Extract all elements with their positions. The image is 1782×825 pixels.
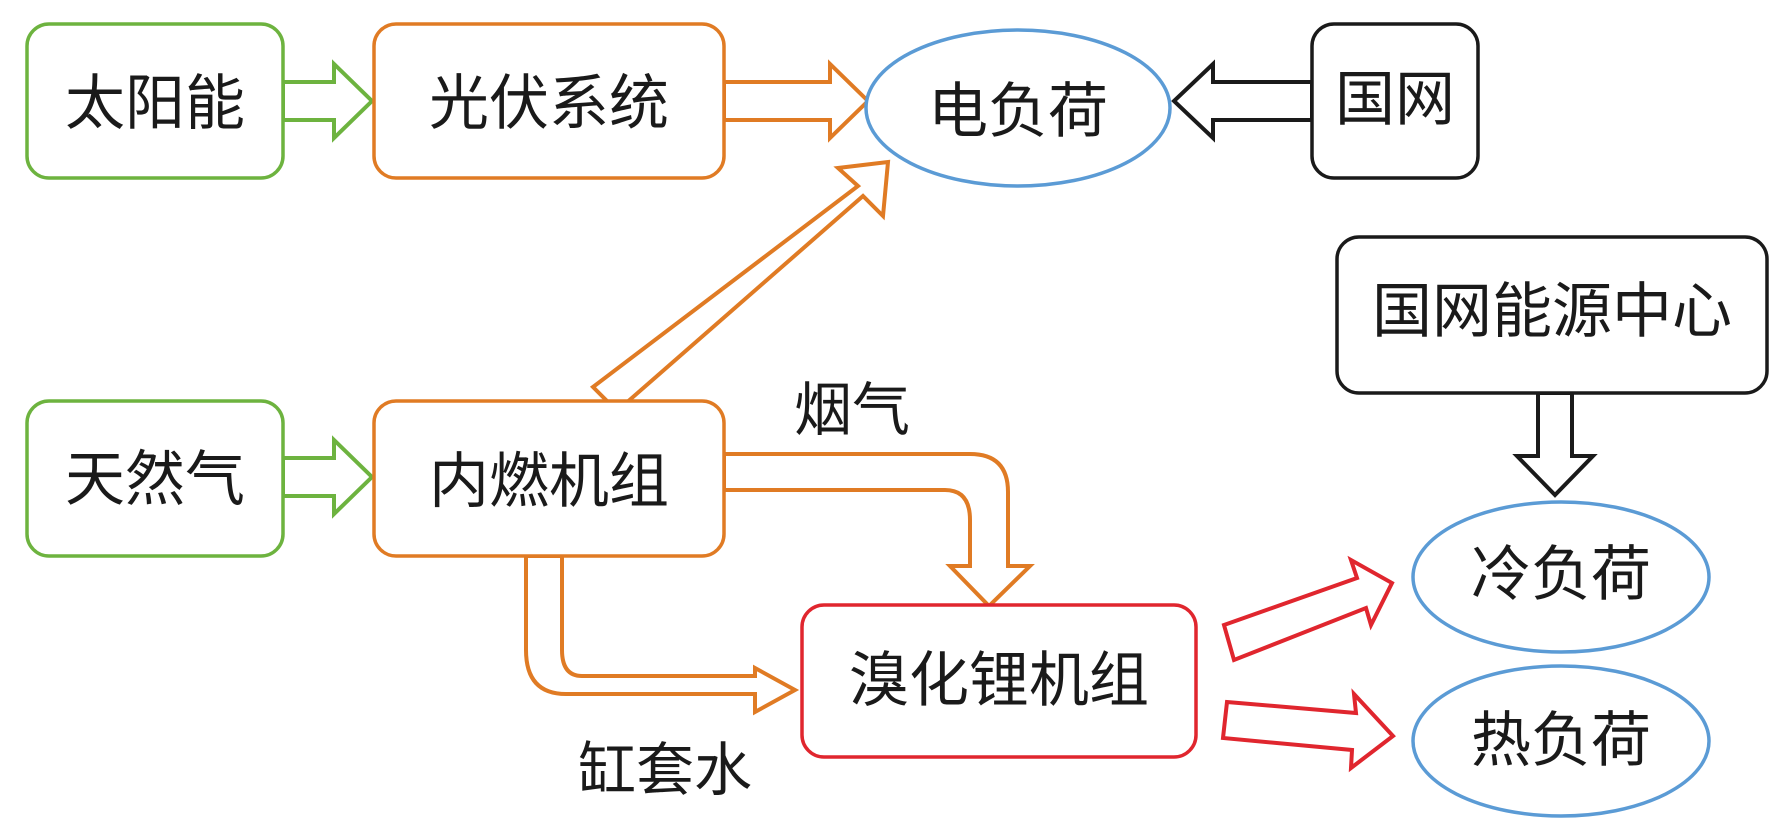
flue-gas-label: 烟气 bbox=[794, 376, 910, 444]
node-solar-box bbox=[25, 22, 285, 180]
node-ice-box bbox=[372, 399, 726, 558]
cooling-load-label: 冷负荷 bbox=[1471, 540, 1651, 610]
ice-unit-label: 内燃机组 bbox=[429, 447, 669, 517]
arrow-grid-to-electric-load bbox=[1171, 59, 1314, 143]
node-grid-center-box bbox=[1335, 235, 1769, 395]
arrow-solar-to-pv bbox=[281, 59, 375, 143]
node-gas-box bbox=[25, 399, 285, 558]
grid-energy-center-label: 国网能源中心 bbox=[1372, 277, 1732, 347]
grid-label: 国网 bbox=[1335, 65, 1455, 135]
node-libr-box bbox=[800, 603, 1198, 759]
electric-load-label: 电负荷 bbox=[928, 77, 1108, 147]
arrow-grid-center-to-cooling-load bbox=[1512, 391, 1598, 498]
jacket-water-label: 缸套水 bbox=[578, 736, 752, 804]
libr-unit-label: 溴化锂机组 bbox=[849, 646, 1149, 716]
node-pv-box bbox=[372, 22, 726, 180]
natural-gas-label: 天然气 bbox=[65, 445, 245, 515]
arrow-libr-to-heat-load bbox=[1220, 688, 1396, 773]
arrow-ice-to-electric-load bbox=[589, 159, 891, 414]
arrow-libr-to-cooling-load-body bbox=[1221, 555, 1395, 663]
node-heat-load-ellipse bbox=[1411, 664, 1711, 818]
pv-system-label: 光伏系统 bbox=[429, 69, 669, 139]
node-grid-box bbox=[1310, 22, 1480, 180]
solar-label: 太阳能 bbox=[65, 69, 245, 139]
arrow-flue-gas-to-libr bbox=[722, 452, 1035, 609]
arrow-jacket-water-to-libr bbox=[524, 554, 800, 716]
heat-load-label: 热负荷 bbox=[1471, 706, 1651, 776]
arrow-pv-to-electric-load bbox=[722, 59, 871, 143]
node-cooling-load-ellipse bbox=[1411, 500, 1711, 654]
node-electric-load-ellipse bbox=[864, 28, 1172, 188]
arrow-gas-to-ice bbox=[281, 435, 375, 519]
